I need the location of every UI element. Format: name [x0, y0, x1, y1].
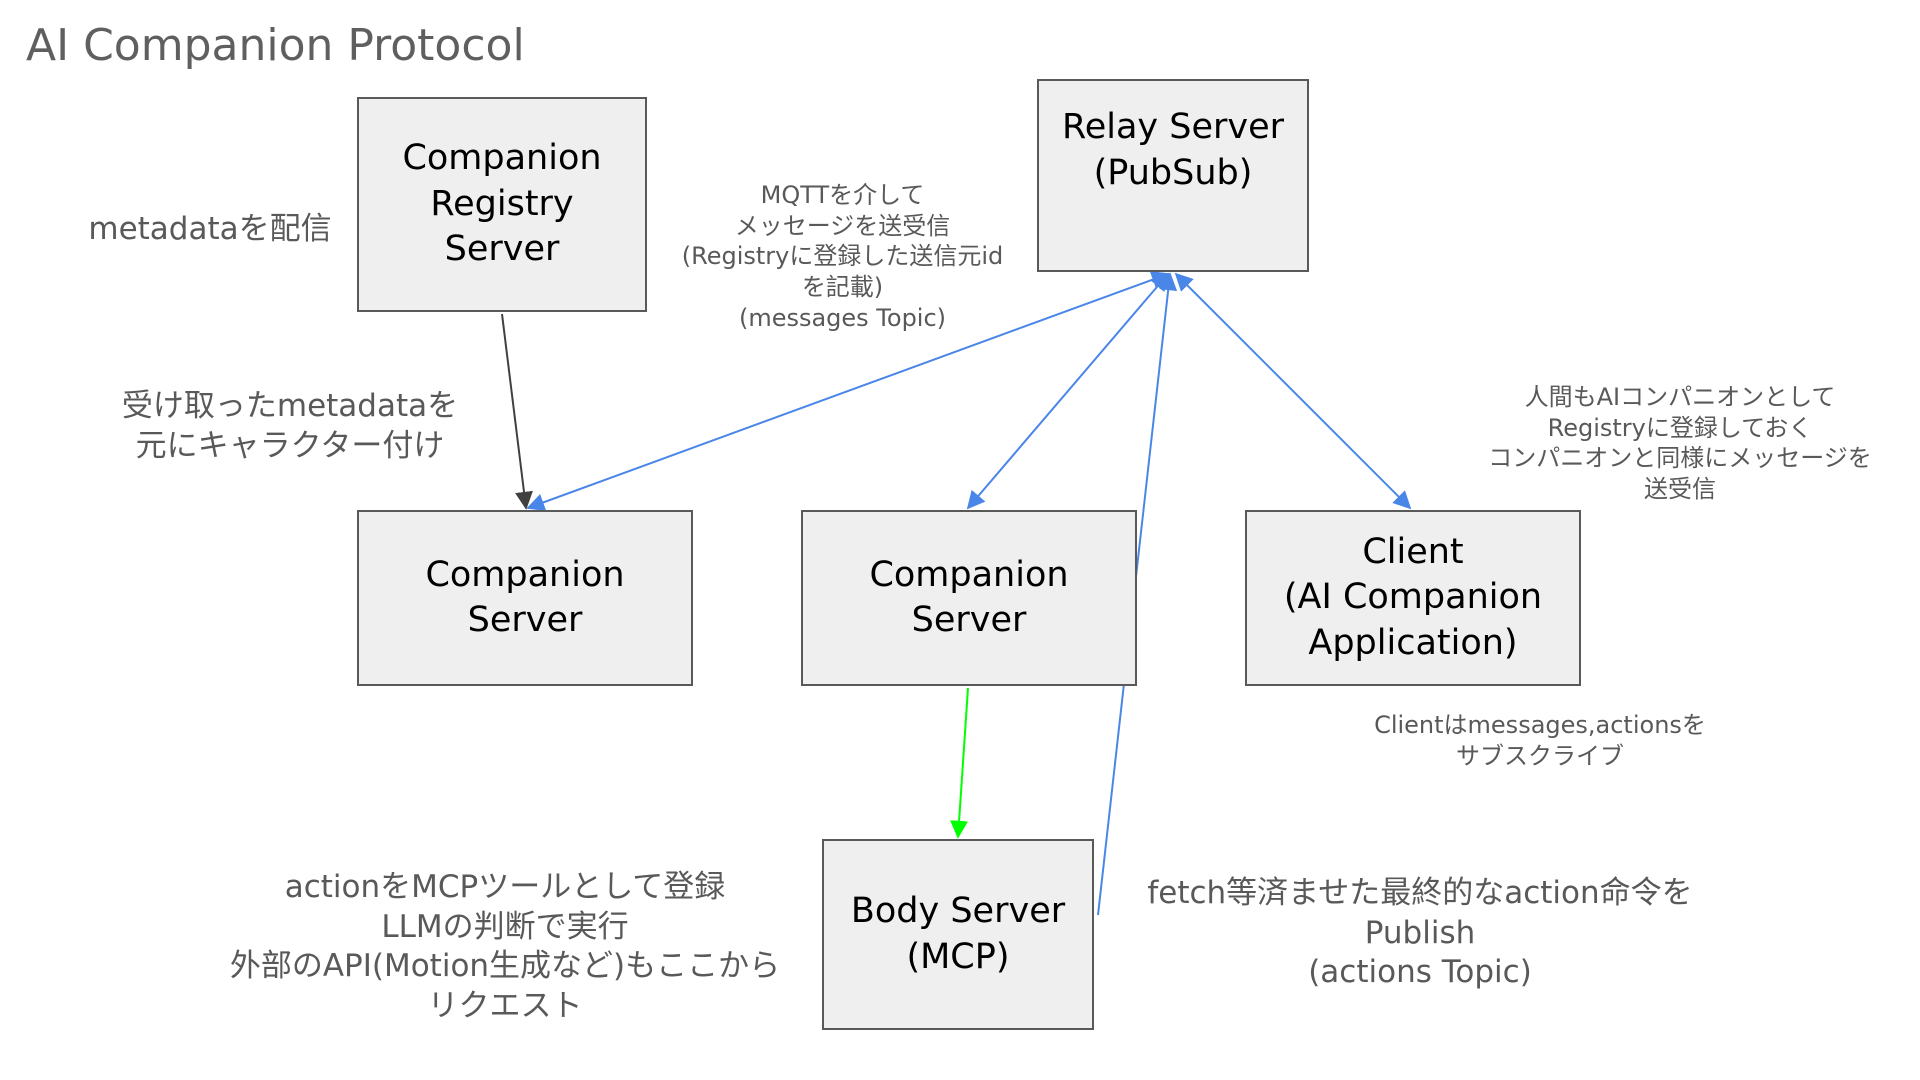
- note-human-as-companion: 人間もAIコンパニオンとして Registryに登録しておく コンパニオンと同様…: [1488, 383, 1872, 504]
- body-server-node: Body Server (MCP): [822, 839, 1094, 1030]
- edge-relay-companion2: [966, 272, 1170, 510]
- relay-server-node: Relay Server (PubSub): [1037, 79, 1309, 272]
- note-fetch-publish-actions: fetch等済ませた最終的なaction命令を Publish (actions…: [1147, 875, 1693, 991]
- edge-relay-client: [1174, 272, 1412, 510]
- note-client-subscribe: Clientはmessages,actionsを サブスクライブ: [1374, 711, 1706, 770]
- page-title: AI Companion Protocol: [26, 20, 525, 71]
- note-action-mcp-tools: actionをMCPツールとして登録 LLMの判断で実行 外部のAPI(Moti…: [229, 869, 781, 1025]
- companion-registry-server-node: Companion Registry Server: [357, 97, 647, 312]
- edge-registry-to-companion1: [501, 313, 533, 510]
- note-mqtt-messaging: MQTTを介して メッセージを送受信 (Registryに登録した送信元id を…: [681, 181, 1004, 332]
- note-character-from-metadata: 受け取ったmetadataを 元にキャラクター付け: [121, 388, 459, 464]
- companion-server-node-1: Companion Server: [357, 510, 693, 686]
- note-metadata-distribute: metadataを配信: [88, 211, 332, 247]
- client-node: Client (AI Companion Application): [1245, 510, 1581, 686]
- companion-server-node-2: Companion Server: [801, 510, 1137, 686]
- edge-companion2-to-body: [950, 687, 969, 839]
